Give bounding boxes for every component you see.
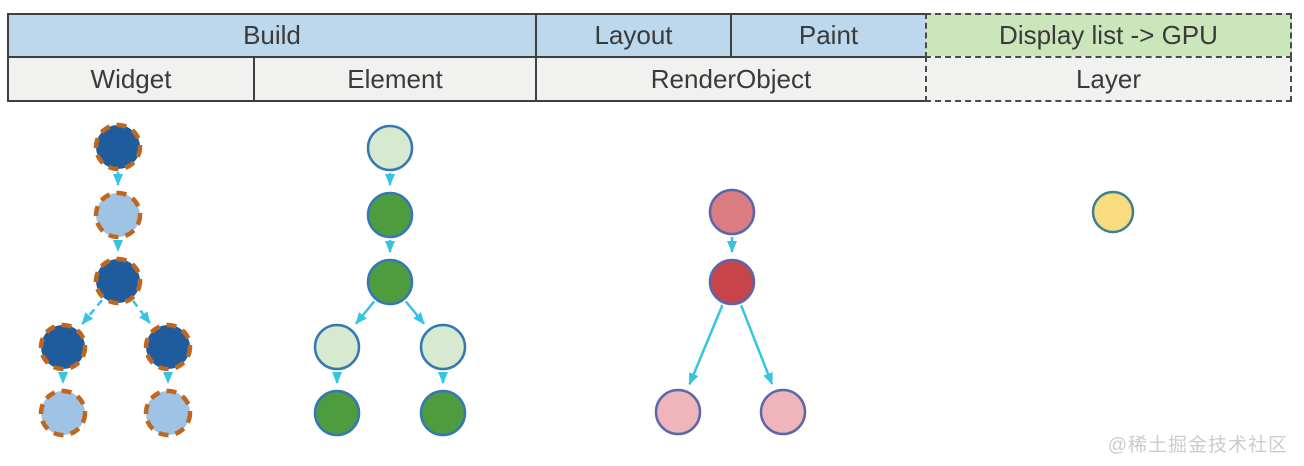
element-tree-node-green [366,191,414,239]
element-tree-node-green [419,389,467,437]
layer-tree-node-yellow [1091,190,1135,234]
widget-tree-node-dark-blue [143,322,193,372]
renderobject-tree-edge-arrow [739,304,774,386]
widget-tree-edge-arrow [81,299,103,325]
tree-label-layer: Layer [925,56,1292,102]
widget-tree-node-dark-blue [38,322,88,372]
renderobject-tree-node-pink [759,388,807,436]
widget-tree-node-light-blue [143,388,193,438]
renderobject-tree-edge-arrow [688,304,724,386]
element-tree-node-green [313,389,361,437]
widget-tree [38,122,193,438]
element-tree-edge-arrow [404,300,426,325]
phase-cell-display-list-gpu: Display list -> GPU [925,13,1292,58]
widget-tree-node-light-blue [38,388,88,438]
tree-label-widget: Widget [7,56,255,102]
renderobject-tree-node-pink [654,388,702,436]
widget-tree-node-dark-blue [93,122,143,172]
widget-tree-edge-arrow [132,300,151,324]
layer-tree [1091,190,1135,234]
element-tree [313,124,467,437]
tree-label-element: Element [253,56,537,102]
watermark: @稀土掘金技术社区 [1107,435,1288,456]
element-tree-edge-arrow [354,300,376,325]
element-tree-node-green [366,258,414,306]
renderobject-tree-node-salmon [708,188,756,236]
phase-cell-paint: Paint [730,13,927,58]
element-tree-node-light-green [313,323,361,371]
phase-cell-build: Build [7,13,537,58]
widget-tree-node-light-blue [93,190,143,240]
renderobject-tree [654,188,807,436]
tree-label-renderobject: RenderObject [535,56,927,102]
renderobject-tree-node-red [708,258,756,306]
widget-tree-node-dark-blue [93,256,143,306]
element-tree-node-light-green [419,323,467,371]
element-tree-node-light-green [366,124,414,172]
